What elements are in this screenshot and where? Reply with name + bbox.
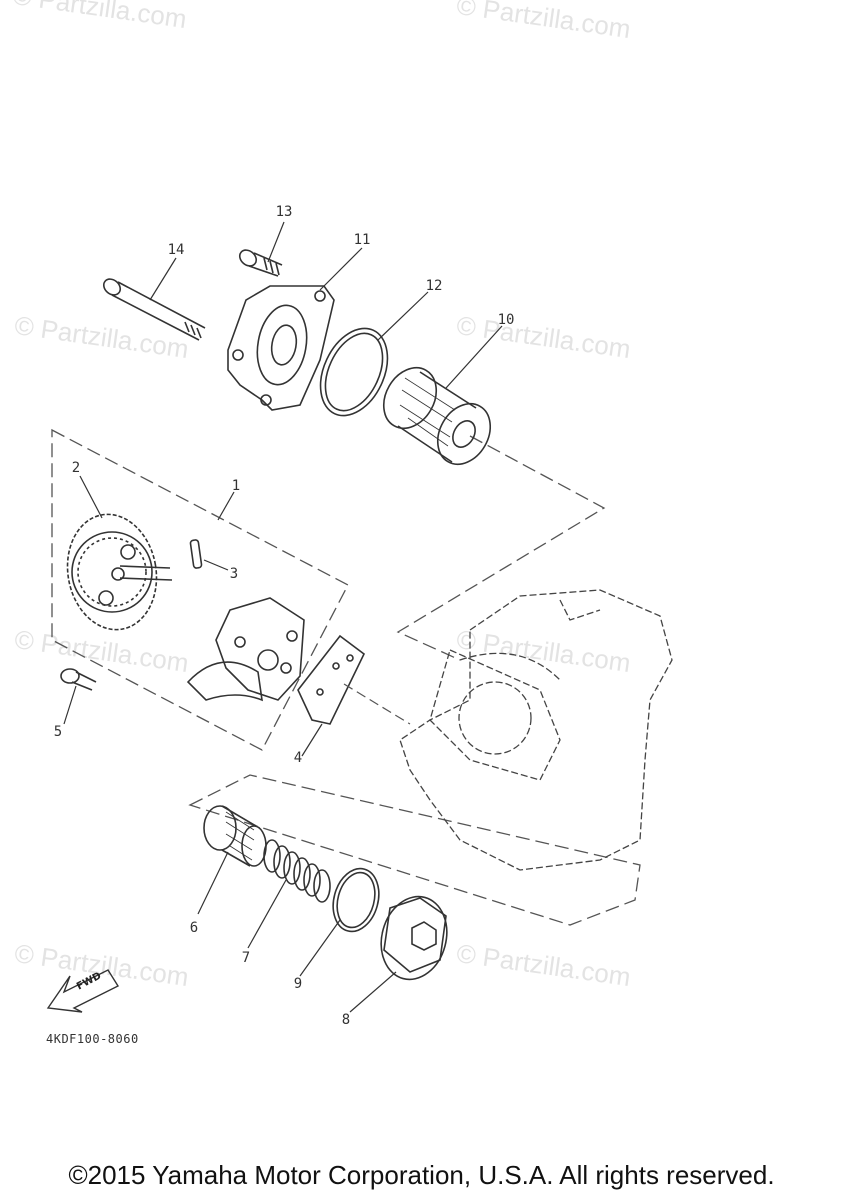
callout-13: 13 (275, 204, 293, 220)
callout-12: 12 (425, 278, 443, 294)
callout-7: 7 (241, 950, 251, 966)
pin-3 (189, 539, 203, 569)
oil-filter-10 (382, 367, 492, 465)
callout-2: 2 (71, 460, 81, 476)
callout-1: 1 (231, 478, 241, 494)
oil-pump-body (186, 597, 305, 702)
callout-5: 5 (53, 724, 63, 740)
callout-8: 8 (341, 1012, 351, 1028)
callout-11: 11 (353, 232, 371, 248)
drain-plug-8 (380, 895, 448, 981)
callout-3: 3 (229, 566, 239, 582)
callout-4: 4 (293, 750, 303, 766)
assembly-1-outline (51, 428, 349, 751)
short-bolt-13 (238, 249, 283, 277)
screw-5 (60, 668, 97, 691)
o-ring-9 (332, 867, 380, 933)
callout-9: 9 (293, 976, 303, 992)
strainer-group-outline (188, 774, 641, 926)
callout-10: 10 (497, 312, 515, 328)
callout-6: 6 (189, 920, 199, 936)
diagram-code: 4KDF100-8060 (46, 1032, 139, 1046)
o-ring-12 (319, 327, 389, 417)
spring-7 (263, 839, 331, 903)
oil-strainer-6 (203, 805, 267, 867)
fwd-arrow (46, 969, 120, 1013)
crankcase-outline (399, 589, 673, 871)
filter-leader-line (396, 435, 606, 661)
gasket-4 (297, 634, 366, 725)
copyright-footer: ©2015 Yamaha Motor Corporation, U.S.A. A… (68, 1160, 775, 1190)
callout-14: 14 (167, 242, 185, 258)
oil-pump-gear-2 (66, 513, 173, 631)
filter-cover-11 (227, 285, 335, 411)
long-bolt-14 (102, 278, 206, 341)
